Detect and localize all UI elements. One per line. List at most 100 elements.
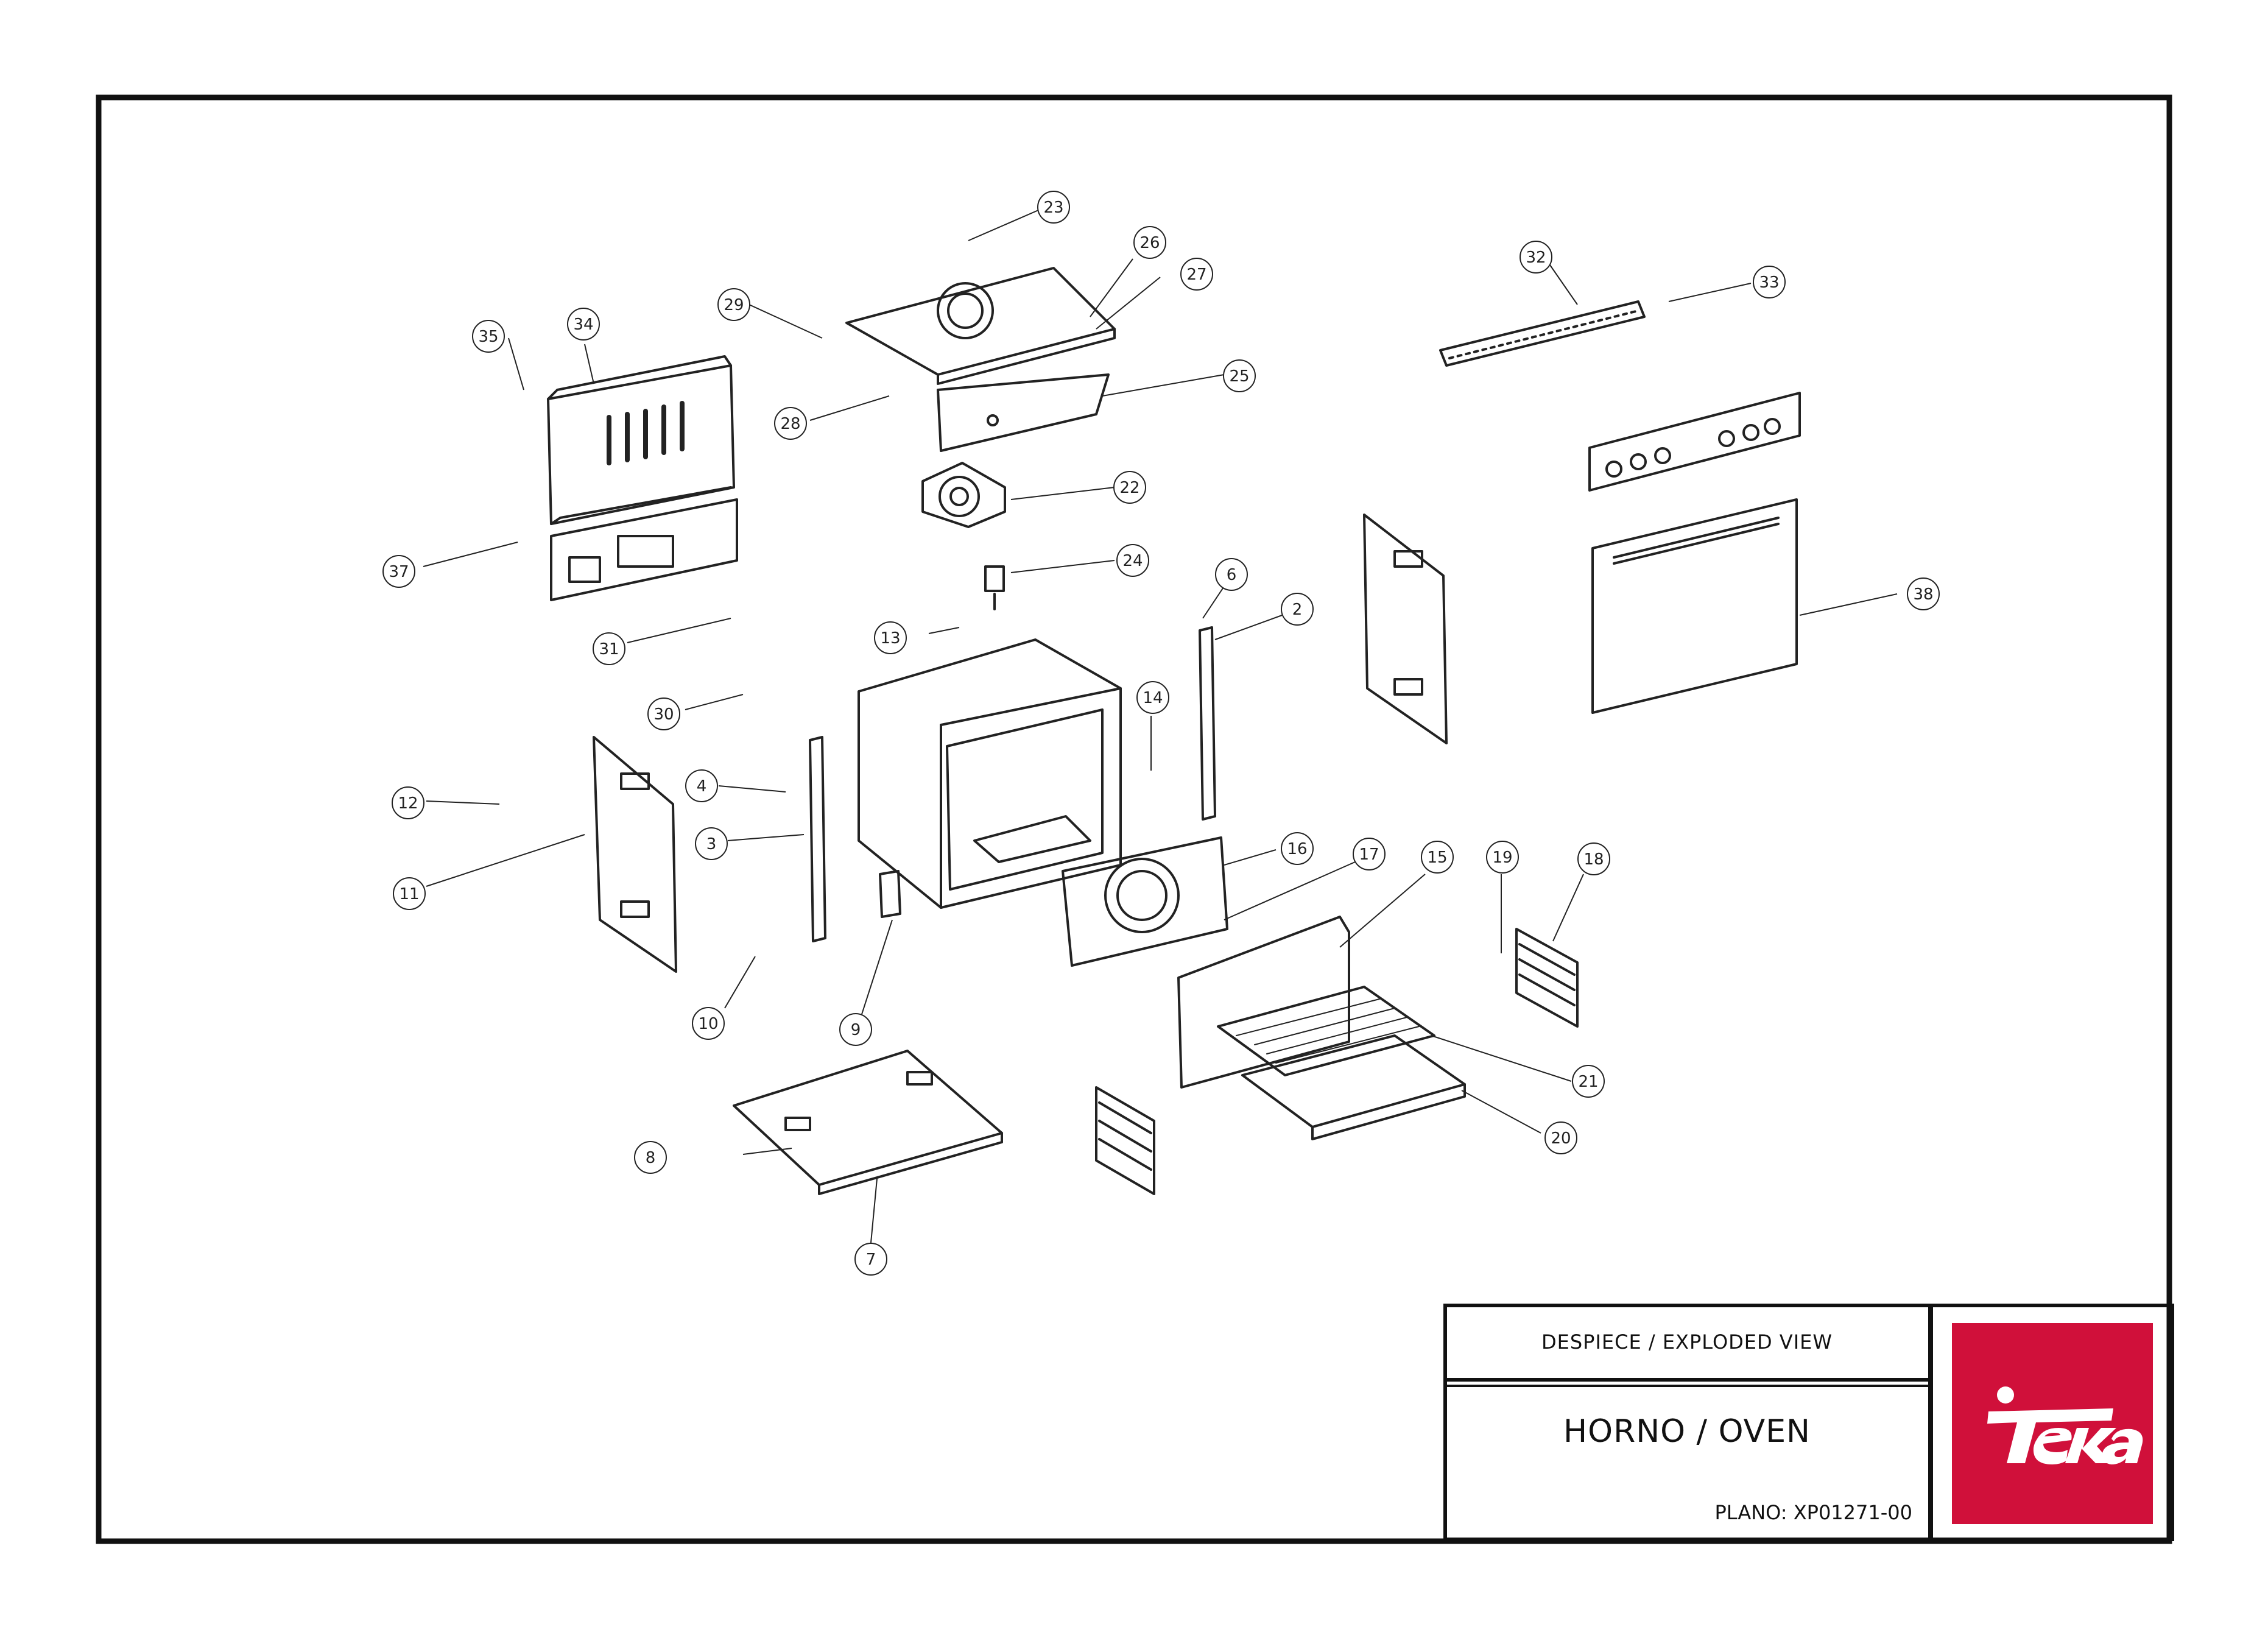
drawing-frame [96,94,2172,1544]
svg-text:38: 38 [1913,585,1933,604]
svg-text:8: 8 [646,1149,656,1167]
svg-text:22: 22 [1119,479,1139,497]
svg-text:32: 32 [1526,249,1546,267]
fan-motor-part [921,462,1006,528]
bottom-panel-part [733,1050,1003,1195]
svg-text:16: 16 [1287,840,1307,858]
left-side-panel-part [593,736,677,973]
svg-text:31: 31 [599,640,619,659]
svg-text:33: 33 [1759,274,1779,292]
svg-text:9: 9 [851,1021,861,1039]
callout-30: 30 [647,697,680,730]
title-block-lines [1443,1304,2174,1541]
callout-6: 6 [1215,558,1248,591]
lamp-part [984,565,1005,610]
svg-text:19: 19 [1492,849,1512,867]
svg-text:11: 11 [399,885,419,903]
svg-text:3: 3 [706,835,717,853]
svg-text:37: 37 [389,563,409,581]
svg-text:12: 12 [398,794,418,813]
callout-34: 34 [567,308,600,341]
callout-21: 21 [1572,1065,1605,1098]
callout-16: 16 [1281,832,1314,865]
callout-3: 3 [695,827,728,860]
callout-7: 7 [854,1243,887,1276]
svg-text:25: 25 [1229,367,1249,386]
callout-12: 12 [392,786,424,819]
left-side-rail-part [809,736,826,942]
svg-text:14: 14 [1143,689,1163,707]
callout-35: 35 [472,320,505,353]
svg-text:26: 26 [1139,234,1160,252]
rear-cover-part [547,355,735,525]
brand-logo-cell [1931,1304,2174,1541]
svg-text:15: 15 [1427,849,1447,867]
electronic-box-part [550,498,738,601]
svg-text:30: 30 [653,705,674,724]
door-gasket-part [1177,916,1350,1089]
fan-cover-plate-part [937,373,1110,452]
drawing-type-label: DESPIECE / EXPLODED VIEW [1541,1330,1833,1354]
callout-10: 10 [692,1007,725,1040]
side-runner-rack-left-part [1095,1086,1155,1195]
callout-19: 19 [1486,841,1519,874]
title-block: DESPIECE / EXPLODED VIEW HORNO / OVEN PL… [1443,1304,2174,1541]
svg-text:24: 24 [1122,552,1143,570]
svg-text:17: 17 [1359,846,1379,864]
side-runner-rack-part [1515,928,1579,1028]
svg-text:10: 10 [698,1015,718,1033]
product-name-label: HORNO / OVEN [1563,1413,1811,1450]
callout-4: 4 [685,769,718,802]
right-side-rail-part [1199,626,1216,821]
callout-25: 25 [1223,359,1256,392]
callout-31: 31 [593,632,625,665]
callout-bubbles: 23 26 27 29 28 25 22 24 35 34 37 31 30 1… [382,191,1940,1276]
callout-29: 29 [717,288,750,321]
plan-number-label: PLANO: XP01271-00 [1714,1500,1912,1524]
callout-23: 23 [1037,191,1070,224]
svg-text:34: 34 [573,316,593,334]
svg-text:35: 35 [478,328,498,346]
callout-38: 38 [1907,577,1940,610]
top-panel-part [845,267,1116,385]
callout-8: 8 [634,1141,667,1174]
leader-lines [423,210,1898,1243]
callout-15: 15 [1421,841,1454,874]
callout-33: 33 [1753,266,1786,298]
callout-18: 18 [1577,842,1610,875]
callout-27: 27 [1180,258,1213,291]
svg-text:23: 23 [1043,199,1063,217]
callout-26: 26 [1133,226,1166,259]
rear-panel-fan-part [1062,836,1228,967]
hinge-bracket-part [879,870,901,918]
callout-9: 9 [839,1013,872,1046]
svg-text:13: 13 [880,629,900,648]
callout-14: 14 [1136,681,1169,714]
svg-text:18: 18 [1583,850,1604,869]
callout-20: 20 [1544,1121,1577,1154]
svg-text:4: 4 [697,777,707,796]
callout-22: 22 [1113,471,1146,504]
top-trim-part [1439,300,1646,367]
svg-text:27: 27 [1186,266,1206,284]
callout-13: 13 [874,621,907,654]
svg-text:2: 2 [1292,601,1303,619]
callout-32: 32 [1520,241,1552,274]
svg-text:20: 20 [1551,1129,1571,1148]
svg-text:29: 29 [724,296,744,314]
teka-logo [1952,1323,2153,1524]
callout-37: 37 [382,555,415,588]
oven-door-part [1591,498,1798,714]
control-panel-part [1588,392,1801,492]
callout-28: 28 [774,407,807,440]
svg-text:7: 7 [866,1251,876,1269]
callout-24: 24 [1116,544,1149,577]
teka-wordmark [1987,1386,2143,1464]
callout-17: 17 [1353,838,1386,870]
baking-tray-part [1241,1034,1466,1140]
wire-rack-part [1217,986,1435,1076]
callout-11: 11 [393,877,426,910]
callout-2: 2 [1281,593,1314,626]
right-side-panel-part [1363,514,1448,744]
